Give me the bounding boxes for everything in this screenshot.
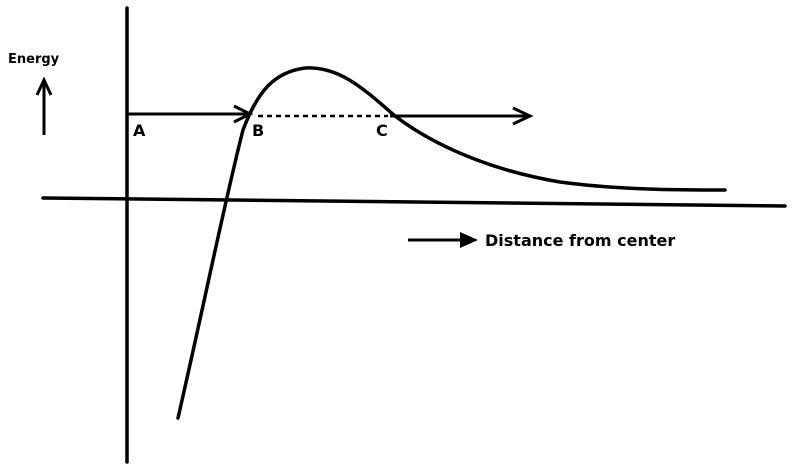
distance-right-arrow-head [460, 232, 478, 248]
point-b-label: B [252, 121, 264, 140]
arrow-b-head [233, 104, 254, 124]
point-c-label: C [376, 121, 388, 140]
energy-up-arrow-head [35, 76, 53, 96]
potential-energy-curve [176, 66, 727, 420]
energy-axis-label: Energy [8, 52, 60, 67]
point-a-label: A [133, 121, 146, 140]
distance-axis [41, 196, 787, 208]
arrow-c-head [512, 106, 534, 126]
distance-axis-label: Distance from center [485, 231, 675, 250]
